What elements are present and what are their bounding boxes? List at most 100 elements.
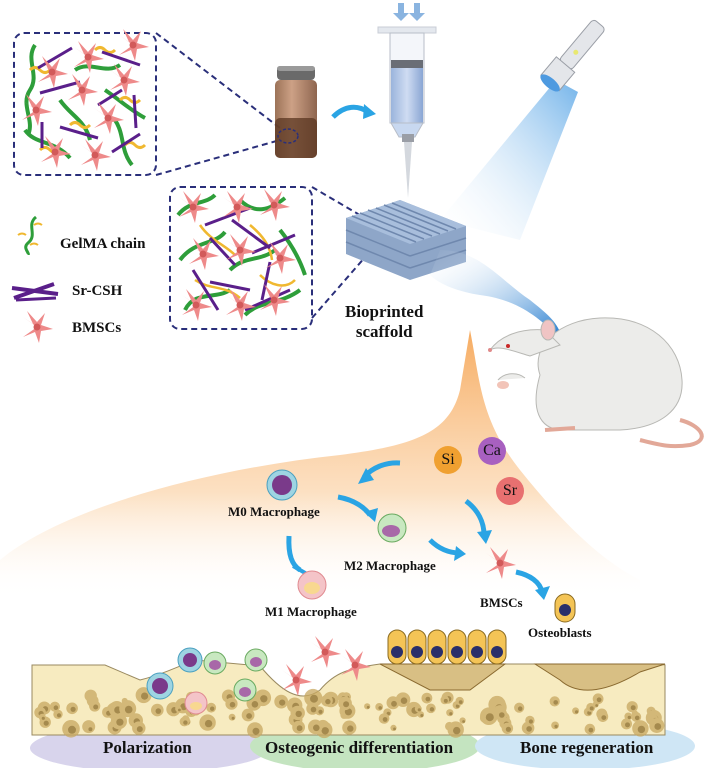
bone-pore-core (93, 704, 99, 710)
m2-macrophage-cell (377, 513, 407, 543)
bone-pore-core (458, 700, 463, 704)
implant-stream (430, 250, 560, 334)
bone-pore-core (295, 710, 302, 718)
stage-label-osteogenic-differentiation: Osteogenic differentiation (265, 738, 454, 757)
scaffold-zoom-box (169, 186, 389, 330)
bone-pore-core (378, 706, 383, 710)
arrow-vial-to-syringe (331, 104, 370, 119)
ion-si (434, 446, 462, 474)
bioink-vial (275, 66, 317, 158)
bone-pore-core (499, 712, 505, 718)
bone-pore-core (252, 727, 260, 735)
bone-pore-core (587, 710, 592, 715)
bone-pore-core (251, 701, 259, 708)
osteoblast-nucleus (471, 646, 483, 658)
label-m1-macrophage: M1 Macrophage (265, 604, 357, 619)
bone-pore-core (528, 719, 534, 724)
bone-pore-core (554, 724, 558, 729)
label-m0-macrophage: M0 Macrophage (228, 504, 320, 519)
bone-pore-core (321, 727, 329, 735)
bone-tissue (31, 659, 666, 739)
bone-pore-core (347, 725, 354, 732)
ion-label-sr: Sr (502, 482, 518, 499)
bone-pore-core (124, 705, 133, 714)
osteoblast-nucleus (411, 646, 423, 658)
bone-pore-core (391, 700, 397, 707)
bone-pore-core (229, 701, 236, 708)
m1-macrophage-cell (297, 570, 327, 600)
bone-pore-core (637, 725, 646, 734)
bioink-zoom-box (13, 29, 281, 176)
m0-macrophage-cell (266, 469, 298, 501)
bone-pore-core (627, 715, 631, 720)
osteoblast-nucleus (431, 646, 443, 658)
bone-pore-core (296, 725, 303, 732)
bone-pore-core (310, 694, 318, 703)
sr-csh-icon (11, 282, 59, 302)
bone-pore-core (88, 727, 93, 732)
bone-pore-core (56, 713, 62, 718)
bone-pore-core (116, 718, 124, 726)
bone-pore-core (43, 720, 49, 726)
bone-pore-core (588, 727, 594, 733)
bone-pore-core (41, 716, 45, 720)
bone-pore-core (204, 719, 213, 728)
bone-pore-core (625, 722, 630, 728)
legend-label-bmscs: BMSCs (72, 320, 122, 336)
bone-pore-core (310, 706, 317, 713)
bone-pore-core (553, 700, 558, 705)
stage-label-bone-regeneration: Bone regeneration (520, 738, 654, 757)
bone-pore (390, 724, 397, 732)
bone-pore-core (386, 711, 391, 716)
bone-pore-core (575, 710, 579, 714)
bone-pore-core (400, 697, 408, 704)
ion-ca (478, 437, 506, 465)
bmsc-cell-icon (23, 311, 53, 343)
bone-pore-core (210, 706, 215, 711)
bone-pore-core (136, 726, 143, 733)
bone-pore-core (425, 696, 431, 702)
ion-label-ca: Ca (483, 442, 501, 459)
bone-pore-core (393, 727, 396, 731)
bone-pore-core (420, 714, 424, 717)
bone-pore-core (429, 707, 435, 712)
osteoblast-cell (554, 593, 576, 623)
bone-pore-core (630, 705, 636, 711)
bone-pore-core (485, 713, 494, 722)
bone-pore-core (279, 699, 286, 706)
scaffold-label: Bioprinted scaffold (345, 302, 423, 342)
legend-label-gelma: GelMA chain (60, 236, 146, 252)
osteoblast-nucleus (391, 646, 403, 658)
bone-pore-core (178, 708, 181, 712)
bone-pore-core (318, 709, 323, 714)
bone-pore-core (443, 698, 448, 703)
bone-pore-core (325, 698, 331, 705)
bone-pore-core (526, 726, 532, 732)
bone-pore-core (449, 712, 453, 716)
bone-pore-core (596, 697, 602, 703)
osteoblast-layer (387, 629, 507, 665)
bone-pore-core (231, 716, 235, 720)
bone-pore-core (462, 720, 465, 723)
bone-pore-core (260, 695, 268, 703)
bone-pore-core (366, 705, 370, 709)
bone-pore-core (601, 715, 607, 720)
bone-pore-core (417, 708, 421, 712)
bone-pore-core (654, 723, 662, 730)
bone-pore-core (344, 708, 352, 716)
rat-illustration (488, 317, 704, 449)
bone-pore-core (155, 708, 162, 714)
bone-pore-core (313, 724, 320, 732)
bone-pore-core (517, 706, 523, 711)
legend-label-sr-csh: Sr-CSH (72, 283, 123, 299)
bone-pore-core (505, 726, 511, 732)
bone-pore-core (53, 705, 59, 710)
bone-pore-core (68, 725, 76, 734)
bone-pore-core (246, 713, 253, 719)
bone-pore-core (634, 715, 640, 721)
bone-pore (459, 717, 466, 724)
bone-pore-core (453, 726, 461, 735)
label-osteoblasts: Osteoblasts (528, 625, 592, 640)
osteoblast-nucleus (491, 646, 503, 658)
